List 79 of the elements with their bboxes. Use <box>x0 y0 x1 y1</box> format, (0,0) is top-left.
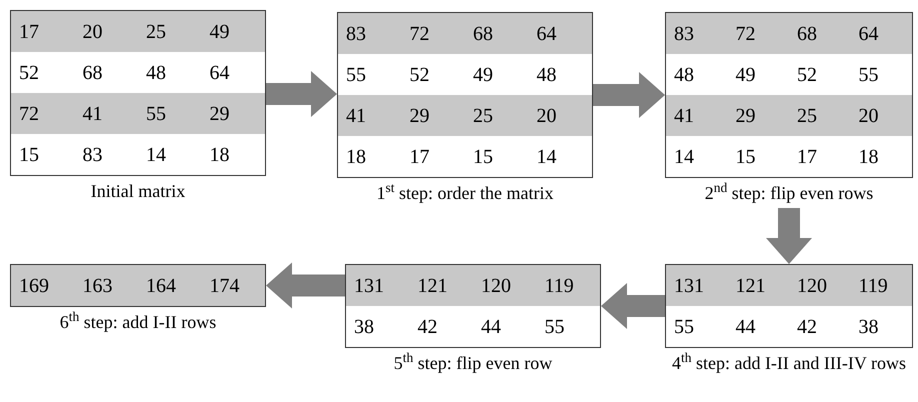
matrix-value: 68 <box>82 62 104 82</box>
matrix-value: 29 <box>734 106 756 126</box>
matrix-value: 72 <box>734 24 756 44</box>
matrix-value: 55 <box>858 64 880 84</box>
matrix-value: 48 <box>673 64 695 84</box>
matrix-value: 49 <box>208 22 230 42</box>
matrix-value: 41 <box>82 104 104 124</box>
block-arrow <box>593 72 665 118</box>
matrix-value: 131 <box>353 276 385 296</box>
matrix-value: 55 <box>544 316 566 336</box>
matrix-value: 15 <box>18 144 40 164</box>
matrix-value: 38 <box>858 316 880 336</box>
matrix-value: 164 <box>145 276 177 296</box>
matrix-value: 48 <box>145 62 167 82</box>
step-caption: 4$^{th}$ step: add I-II and III-IV rows <box>670 352 908 374</box>
matrix-value: 41 <box>345 106 367 126</box>
matrix-value: 121 <box>416 276 448 296</box>
matrix-value: 44 <box>480 316 502 336</box>
matrix-value: 38 <box>353 316 375 336</box>
matrix-value: 14 <box>673 146 695 166</box>
matrix-value: 17 <box>408 146 430 166</box>
matrix-value: 120 <box>796 276 828 296</box>
matrix-value: 52 <box>408 64 430 84</box>
matrix-value: 25 <box>796 106 818 126</box>
matrix-value: 15 <box>734 146 756 166</box>
block-arrow <box>266 71 337 117</box>
step-caption: 2$^{nd}$ step: flip even rows <box>704 182 874 204</box>
matrix-value: 163 <box>82 276 114 296</box>
matrix-value: 20 <box>858 106 880 126</box>
matrix-value: 18 <box>858 146 880 166</box>
matrix-value: 14 <box>536 146 558 166</box>
matrix-value: 20 <box>82 22 104 42</box>
matrix-value: 72 <box>18 104 40 124</box>
matrix-value: 55 <box>673 316 695 336</box>
step-caption: 1$^{st}$ step: order the matrix <box>376 182 554 204</box>
matrix-value: 83 <box>673 24 695 44</box>
matrix-value: 41 <box>673 106 695 126</box>
step-caption: Initial matrix <box>90 180 186 202</box>
matrix-value: 18 <box>345 146 367 166</box>
matrix-value: 48 <box>536 64 558 84</box>
matrix-value: 15 <box>472 146 494 166</box>
block-arrow <box>601 283 665 329</box>
block-arrow <box>766 208 812 264</box>
step-caption: 5$^{th}$ step: flip even row <box>392 352 554 374</box>
matrix-value: 64 <box>208 62 230 82</box>
matrix-value: 121 <box>734 276 766 296</box>
matrix-value: 83 <box>345 24 367 44</box>
matrix-value: 68 <box>796 24 818 44</box>
matrix-value: 64 <box>858 24 880 44</box>
matrix-value: 55 <box>145 104 167 124</box>
matrix-value: 20 <box>536 106 558 126</box>
matrix-value: 72 <box>408 24 430 44</box>
matrix-value: 169 <box>18 276 50 296</box>
matrix-value: 49 <box>472 64 494 84</box>
matrix-value: 25 <box>145 22 167 42</box>
matrix-value: 42 <box>416 316 438 336</box>
block-arrow <box>266 262 345 308</box>
matrix-value: 49 <box>734 64 756 84</box>
matrix-value: 18 <box>208 144 230 164</box>
matrix-value: 174 <box>208 276 240 296</box>
matrix-value: 42 <box>796 316 818 336</box>
matrix-value: 29 <box>208 104 230 124</box>
matrix-value: 17 <box>18 22 40 42</box>
matrix-value: 52 <box>18 62 40 82</box>
matrix-value: 119 <box>858 276 889 296</box>
step-caption: 6$^{th}$ step: add I-II rows <box>58 311 218 333</box>
matrix-value: 52 <box>796 64 818 84</box>
matrix-value: 83 <box>82 144 104 164</box>
matrix-value: 29 <box>408 106 430 126</box>
matrix-value: 44 <box>734 316 756 336</box>
matrix-value: 119 <box>544 276 575 296</box>
matrix-value: 25 <box>472 106 494 126</box>
matrix-value: 17 <box>796 146 818 166</box>
matrix-value: 64 <box>536 24 558 44</box>
matrix-value: 131 <box>673 276 705 296</box>
matrix-value: 55 <box>345 64 367 84</box>
matrix-value: 120 <box>480 276 512 296</box>
matrix-value: 68 <box>472 24 494 44</box>
matrix-value: 14 <box>145 144 167 164</box>
